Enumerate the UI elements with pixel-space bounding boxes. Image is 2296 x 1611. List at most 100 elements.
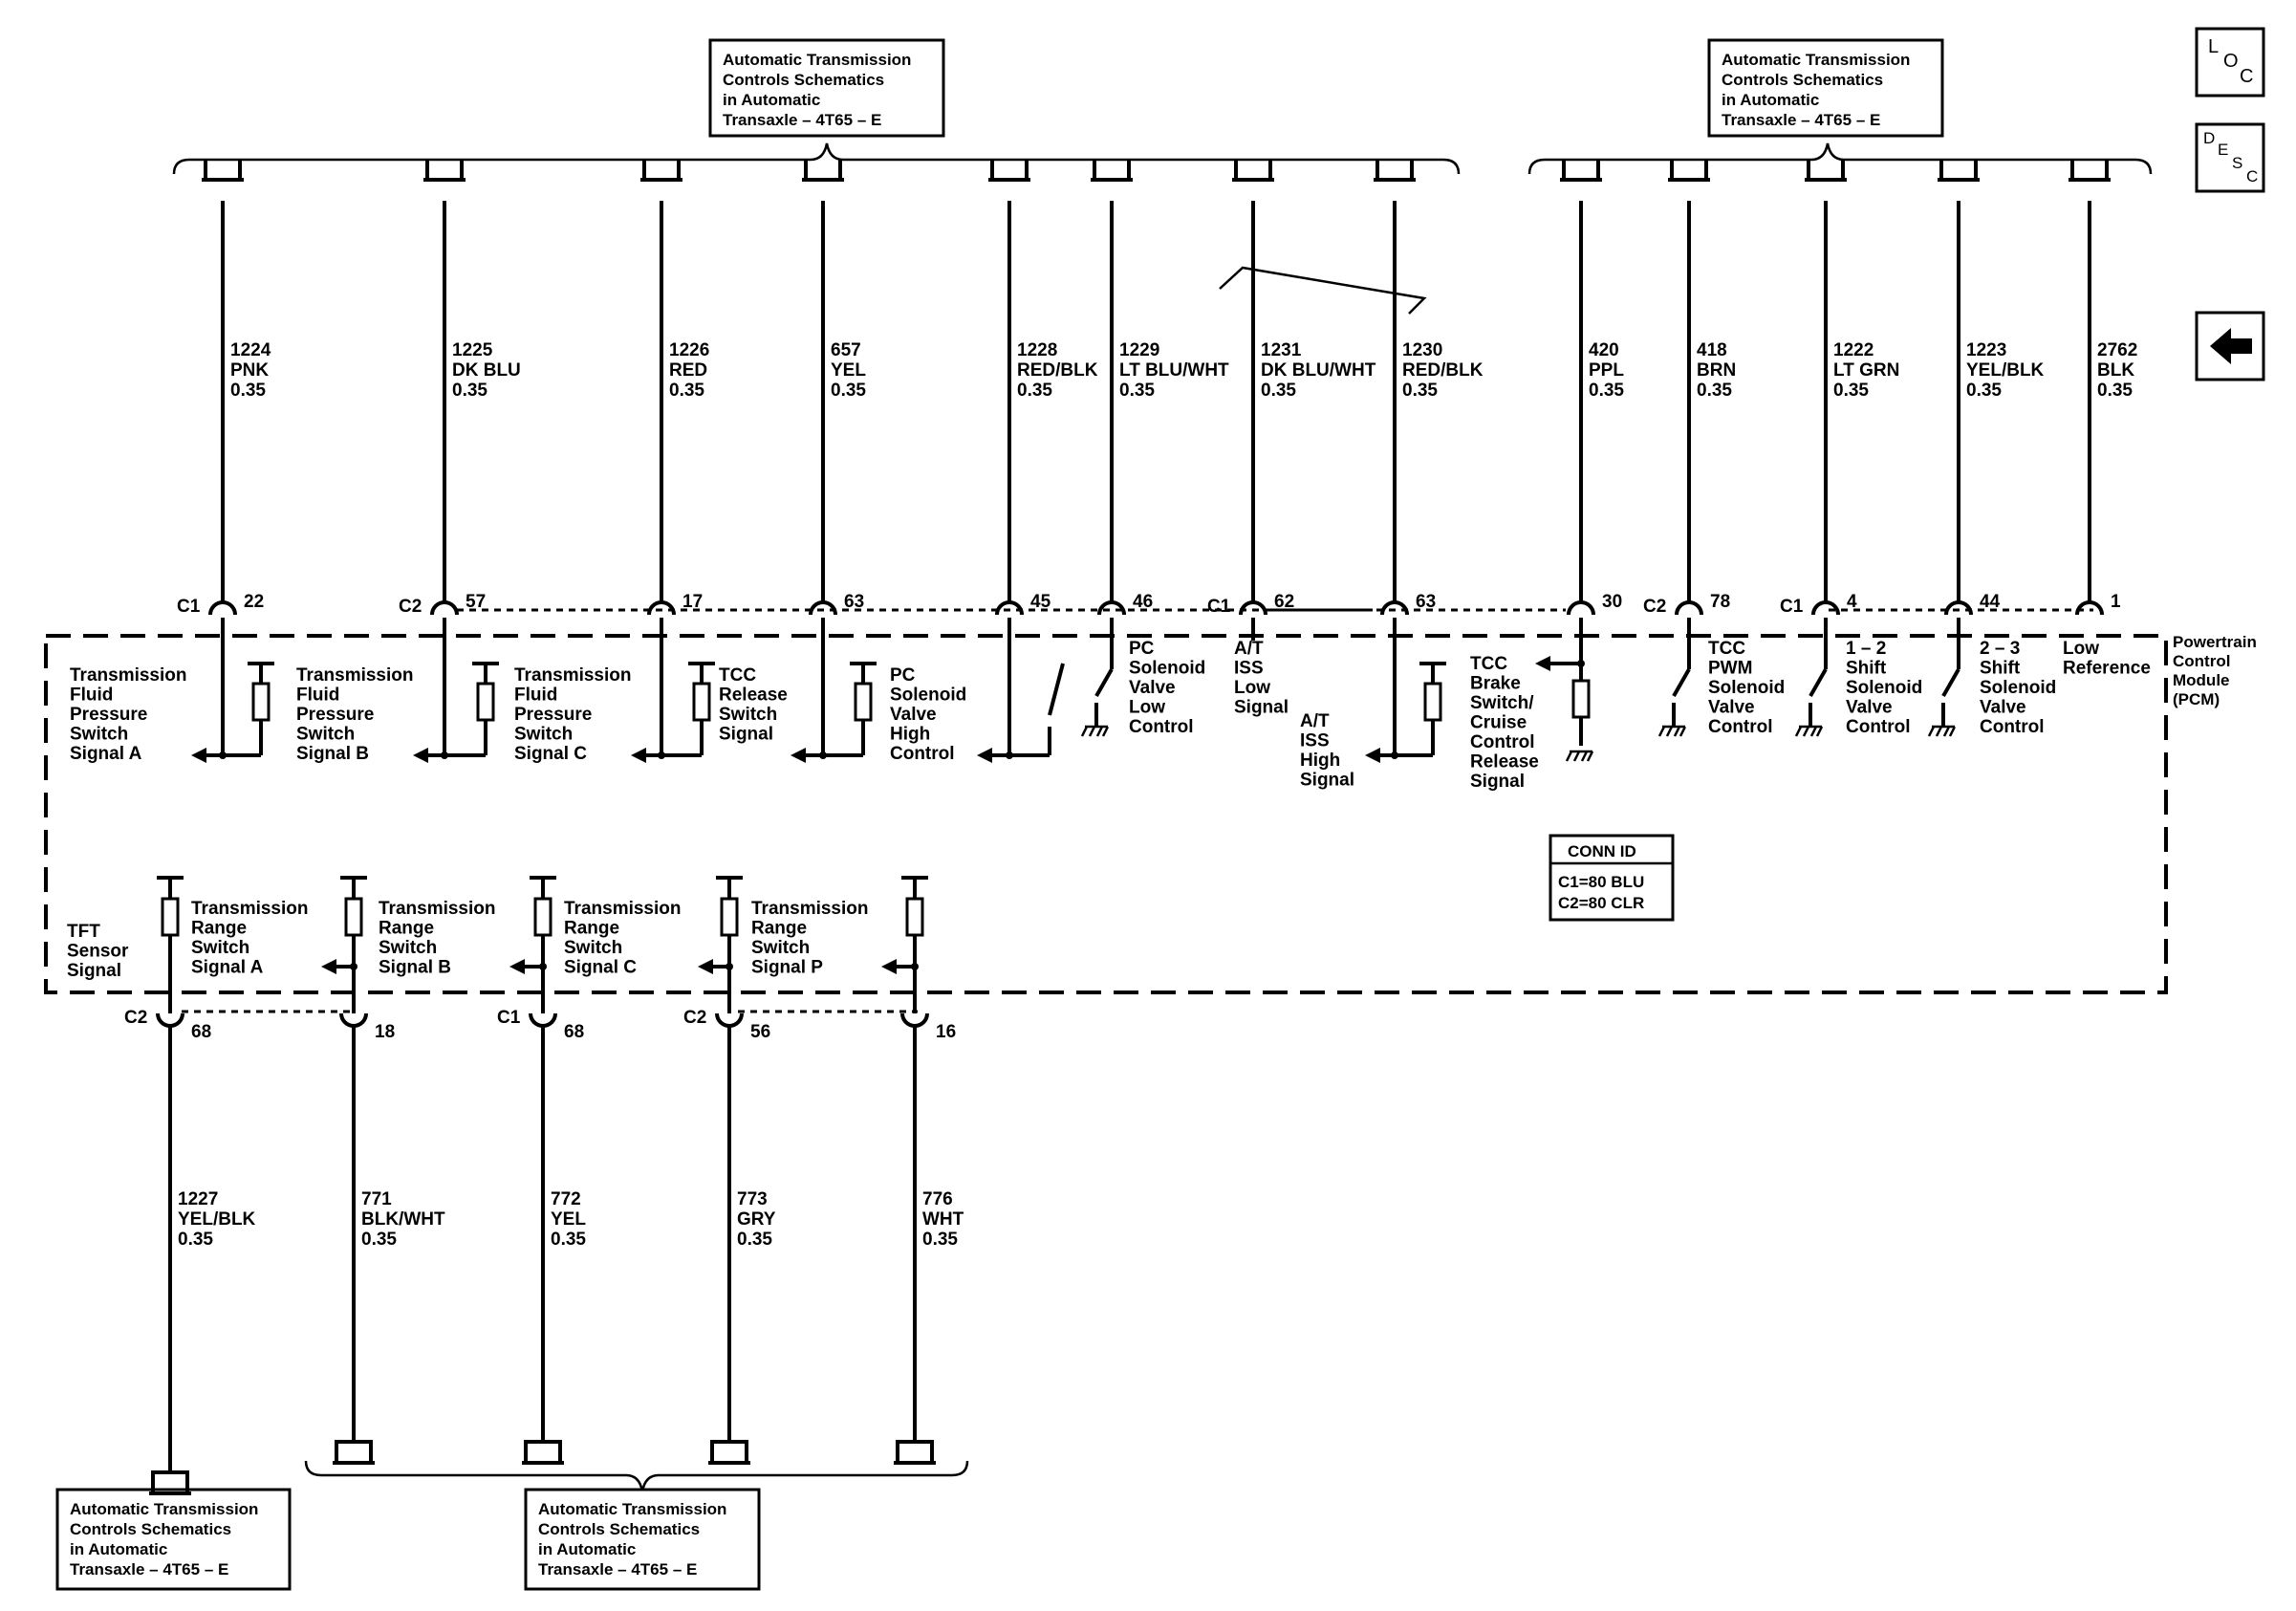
connector-pin-icon [1811,600,1840,616]
circuit-label-line: Valve [890,705,937,725]
connector-pin-icon [2075,600,2104,616]
twisted-pair-marker [1219,266,1427,315]
connector-id: C2 [124,1008,147,1028]
ref-box-line: Automatic Transmission [1722,51,1910,69]
circuit-number: 1229 [1119,340,1159,360]
wire-color: LT BLU/WHT [1119,360,1229,381]
arrow-left-icon [1365,748,1380,763]
wire-size: 0.35 [737,1230,772,1250]
circuit-number: 1230 [1402,340,1442,360]
circuit-label-line: Range [191,919,247,939]
circuit-label-line: A/T [1300,711,1330,731]
ref-box-top-right[interactable]: Automatic Transmission Controls Schemati… [1707,38,1944,138]
circuit-number: 418 [1697,340,1727,360]
circuit-label-line: PWM [1708,659,1752,679]
wire-size: 0.35 [230,381,266,401]
ref-box-line: Automatic Transmission [723,51,911,69]
circuit-label-line: Switch [564,938,622,958]
circuit-label-line: ISS [1234,659,1264,679]
circuit-label-line: Pressure [70,705,147,725]
circuit-label-line: Switch [751,938,810,958]
ref-box-line: in Automatic [723,91,820,109]
wire-color: PPL [1589,360,1624,381]
wire-terminal [202,159,244,182]
circuit-label-line: TFT [67,922,100,942]
junction-dot [219,751,227,759]
loc-letter: O [2223,51,2239,72]
circuit-label-line: Reference [2063,659,2151,679]
switch-icon [1941,668,1960,697]
circuit-label-line: Low [1129,698,1165,718]
loc-letter: L [2208,36,2219,57]
wire-terminal [423,159,466,182]
wire-terminal [1938,159,1980,182]
conn-id-title: CONN ID [1568,842,1636,860]
arrow-left-icon [191,748,206,763]
arrow-left-icon [881,959,897,974]
wire-size: 0.35 [452,381,487,401]
circuit-label-line: Switch [296,725,355,745]
ref-box-bottom-left[interactable]: Automatic Transmission Controls Schemati… [55,1488,292,1591]
connector-pin-icon [208,600,237,616]
wire-color: YEL [831,360,866,381]
wire-size: 0.35 [1017,381,1052,401]
connector-id: C1 [177,597,201,617]
circuit-label-line: TCC [1708,639,1745,659]
pcm-label-line: Powertrain [2173,633,2257,651]
ref-box-bottom-center[interactable]: Automatic Transmission Controls Schemati… [524,1488,761,1591]
conn-id-box: CONN ID C1=80 BLU C2=80 CLR [1549,834,1675,922]
wire-terminal [894,1440,936,1465]
pin-number: 68 [564,1022,584,1042]
circuit-label-line: Signal A [191,958,264,978]
brace-top-right [1527,142,2153,175]
wire-color: RED [669,360,707,381]
conn-id-line: C1=80 BLU [1558,873,1644,891]
circuit-label-line: Control [1129,717,1194,737]
pcm-module-box [44,634,2168,994]
pin-number: 1 [2111,592,2121,612]
arrow-left-icon [321,959,336,974]
brace-top-left [172,142,1461,175]
pcm-label-line: Control [2173,652,2230,670]
connector-pin-icon [900,1012,929,1028]
circuit-label-line: Signal [1470,772,1525,792]
connector-pin-icon [715,1012,744,1028]
circuit-top-1226[interactable]: 1226RED0.3517TransmissionFluidPressureSw… [514,159,715,764]
conn-id-line: C2=80 CLR [1558,894,1644,912]
circuit-top-420[interactable]: 420PPL0.3530TCCBrakeSwitch/CruiseControl… [1470,159,1624,792]
desc-button[interactable]: D E S C [2195,122,2265,193]
switch-icon [1048,663,1065,716]
connector-pin-icon [156,1012,184,1028]
pin-number: 4 [1847,592,1857,612]
junction-dot [539,963,547,970]
ref-box-top-left[interactable]: Automatic Transmission Controls Schemati… [708,38,945,138]
pin-number: 16 [936,1022,956,1042]
circuit-label-line: Signal C [514,744,587,764]
circuit-label-line: Signal B [296,744,369,764]
back-button[interactable] [2195,311,2265,381]
wire-color: PNK [230,360,269,381]
circuit-top-1228[interactable]: 1228RED/BLK0.3545PCSolenoidValveHighCont… [890,159,1098,764]
circuit-label-line: Shift [1980,659,2021,679]
circuit-label-line: Transmission [564,899,682,919]
junction-dot [726,963,733,970]
wire-size: 0.35 [1402,381,1438,401]
ref-box-line: Controls Schematics [723,71,884,89]
loc-button[interactable]: L O C [2195,27,2265,98]
